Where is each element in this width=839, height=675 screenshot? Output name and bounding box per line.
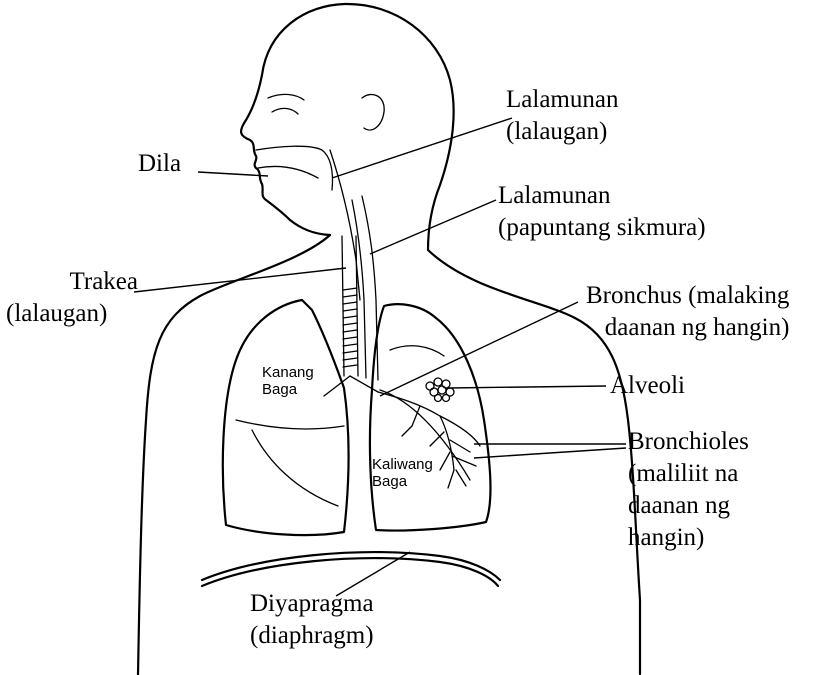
- pharynx-back: [330, 150, 360, 300]
- label-dila-text: Dila: [138, 148, 181, 180]
- leader-trakea: [134, 268, 346, 292]
- right-lung-fissure-1: [236, 420, 344, 429]
- label-diyapragma-line1: Diyapragma: [250, 588, 374, 620]
- label-alveoli: Alveoli: [610, 370, 685, 402]
- label-kaliwang-baga: Kaliwang Baga: [372, 456, 433, 490]
- eye: [272, 108, 298, 114]
- label-kaliwang-baga-line2: Baga: [372, 473, 433, 490]
- label-lalamunan-air-line2: (lalaugan): [506, 116, 618, 148]
- leader-bronchus: [380, 302, 578, 396]
- label-lalamunan-air-line1: Lalamunan: [506, 84, 618, 116]
- label-bronchus: Bronchus (malaking daanan ng hangin): [586, 280, 789, 344]
- label-diyapragma-line2: (diaphragm): [250, 620, 374, 652]
- leader-bronchioles-2: [474, 448, 626, 458]
- diaphragm-lower: [202, 558, 498, 586]
- label-lalamunan-food: Lalamunan (papuntang sikmura): [498, 180, 706, 244]
- leader-dila: [198, 172, 268, 176]
- label-alveoli-text: Alveoli: [610, 370, 685, 402]
- alveoli-cluster: [426, 378, 454, 402]
- label-kanang-baga-line2: Baga: [262, 381, 314, 398]
- eyebrow: [268, 94, 304, 100]
- right-lung: [223, 300, 349, 535]
- label-bronchioles-line3: daanan ng: [628, 490, 749, 522]
- ear: [362, 94, 384, 130]
- label-bronchioles: Bronchioles (maliliit na daanan ng hangi…: [628, 426, 749, 554]
- label-kanang-baga-line1: Kanang: [262, 364, 314, 381]
- label-bronchioles-line1: Bronchioles: [628, 426, 749, 458]
- label-trakea-line1: Trakea: [38, 266, 138, 298]
- label-trakea: Trakea: [38, 266, 138, 298]
- left-lung: [370, 304, 491, 530]
- leader-lalamunan-air: [332, 118, 512, 178]
- label-trakea-line2: (lalaugan): [6, 298, 107, 330]
- face-profile: [241, 75, 330, 235]
- right-lung-fissure-2: [252, 430, 338, 506]
- label-bronchioles-line2: (maliliit na: [628, 458, 749, 490]
- label-dila: Dila: [138, 148, 181, 180]
- label-bronchus-line1: Bronchus (malaking: [586, 280, 789, 312]
- label-kaliwang-baga-line1: Kaliwang: [372, 456, 433, 473]
- label-lalamunan-food-line1: Lalamunan: [498, 180, 706, 212]
- label-trakea-sub: (lalaugan): [6, 298, 107, 330]
- left-lung-inner: [390, 346, 444, 356]
- label-bronchioles-line4: hangin): [628, 522, 749, 554]
- diaphragm: [202, 552, 500, 580]
- label-lalamunan-food-line2: (papuntang sikmura): [498, 212, 706, 244]
- label-lalamunan-air: Lalamunan (lalaugan): [506, 84, 618, 148]
- label-bronchus-line2: daanan ng hangin): [586, 312, 789, 344]
- label-diyapragma: Diyapragma (diaphragm): [250, 588, 374, 652]
- label-kanang-baga: Kanang Baga: [262, 364, 314, 398]
- leader-alveoli: [448, 386, 606, 388]
